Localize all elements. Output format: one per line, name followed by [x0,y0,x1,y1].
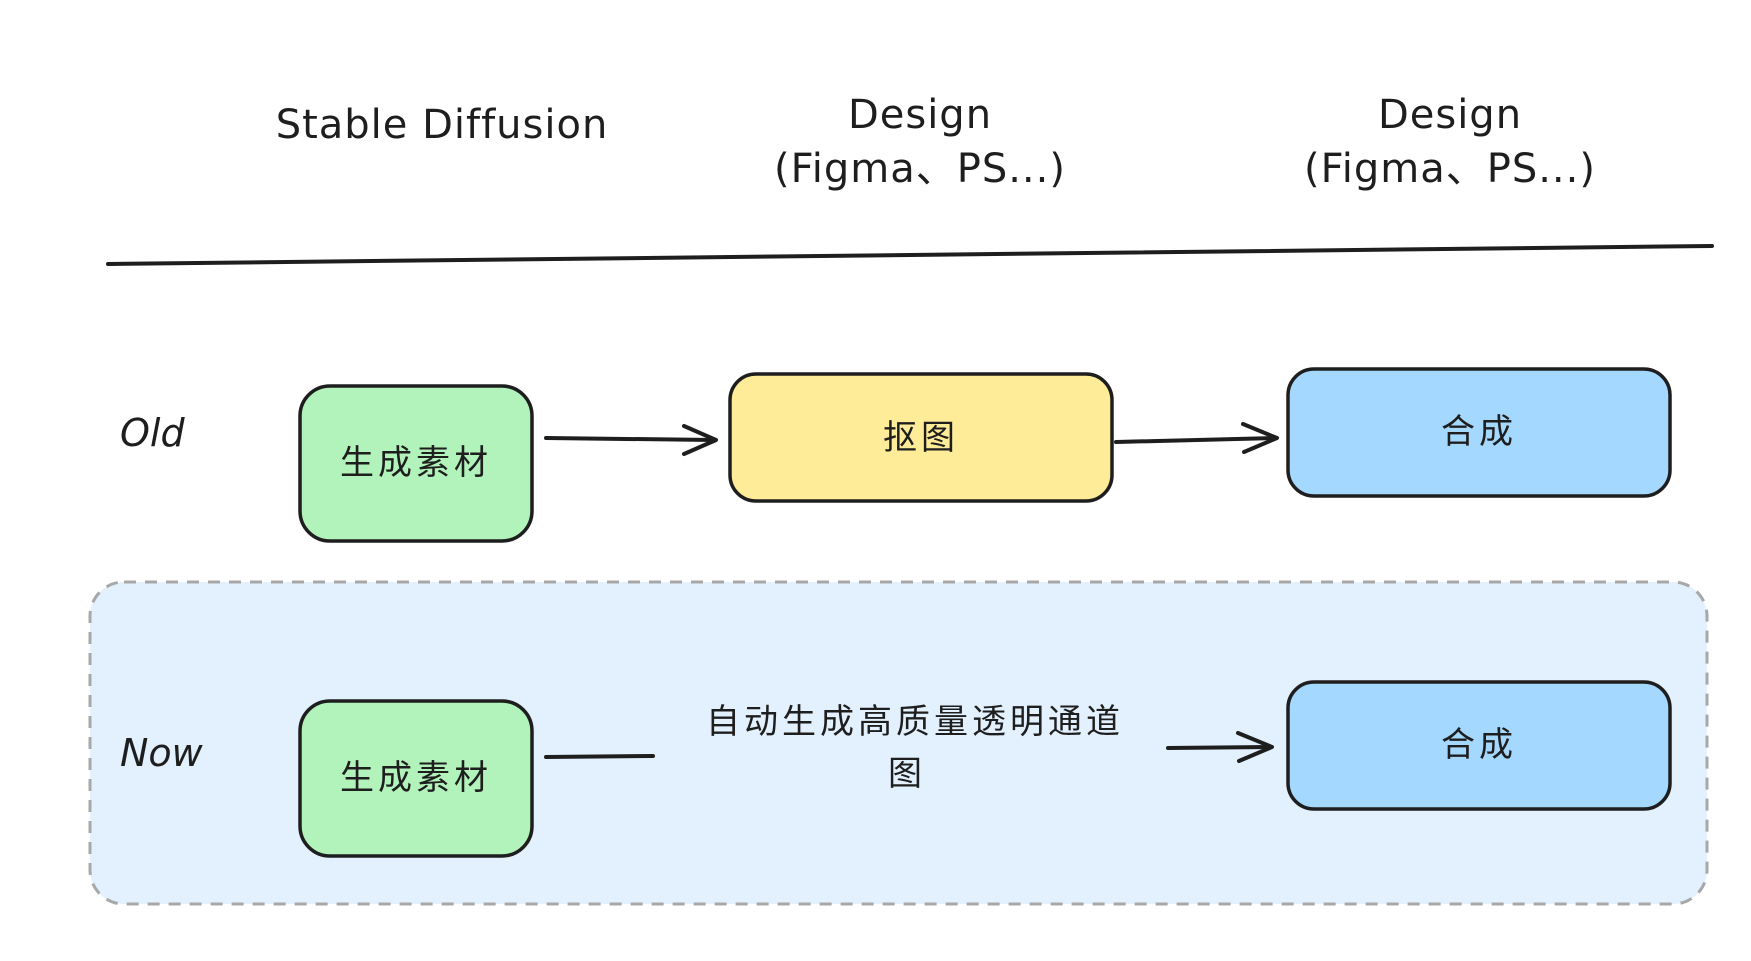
old-arrow-1 [544,424,718,456]
row-label-now: Now [120,731,203,775]
old-generate-assets-box[interactable] [298,384,534,543]
header-divider-line [106,244,1714,266]
column-header-design-1-title: Design [847,92,993,138]
column-header-design-2-subtitle: (Figma、PS...) [1304,146,1596,192]
now-generate-assets-box[interactable] [298,699,534,858]
old-generate-assets-label: 生成素材 [340,443,492,483]
now-generate-assets-label: 生成素材 [340,758,492,798]
old-cutout-box[interactable] [728,372,1114,503]
column-header-design-2-title: Design [1377,92,1523,138]
now-composite-label: 合成 [1441,725,1517,765]
now-composite-box[interactable] [1286,680,1672,811]
now-connector-label-line1: 自动生成高质量透明通道 [660,700,1170,744]
old-arrow-2 [1114,422,1279,454]
old-composite-label: 合成 [1441,412,1517,452]
column-header-design-1-subtitle: (Figma、PS...) [774,146,1066,192]
column-header-stable-diffusion: Stable Diffusion [275,102,609,148]
row-label-old: Old [120,411,185,455]
now-connector-label-line2: 图 [888,754,922,794]
now-connector-line-left [544,754,655,759]
now-connector-arrow-right [1166,731,1274,763]
old-composite-box[interactable] [1286,367,1672,498]
old-cutout-label: 抠图 [883,418,959,458]
